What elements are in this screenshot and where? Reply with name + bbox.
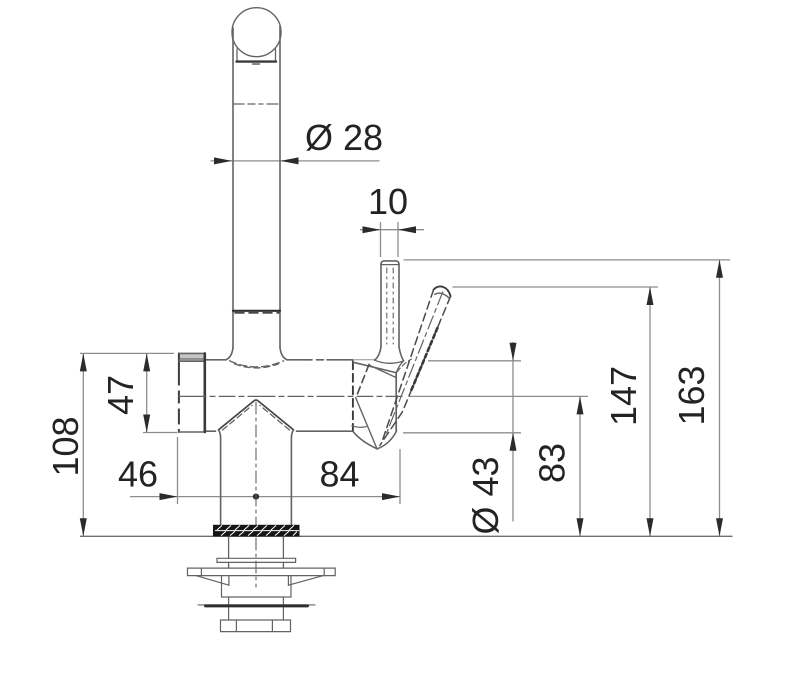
svg-text:10: 10 xyxy=(368,181,408,222)
svg-text:84: 84 xyxy=(319,454,359,495)
svg-text:108: 108 xyxy=(45,416,86,476)
svg-text:Ø 43: Ø 43 xyxy=(465,456,506,534)
svg-text:Ø 28: Ø 28 xyxy=(305,117,383,158)
svg-text:83: 83 xyxy=(532,443,573,483)
svg-text:47: 47 xyxy=(100,375,141,415)
svg-text:147: 147 xyxy=(603,366,644,426)
svg-text:46: 46 xyxy=(118,454,158,495)
svg-text:163: 163 xyxy=(671,365,712,425)
